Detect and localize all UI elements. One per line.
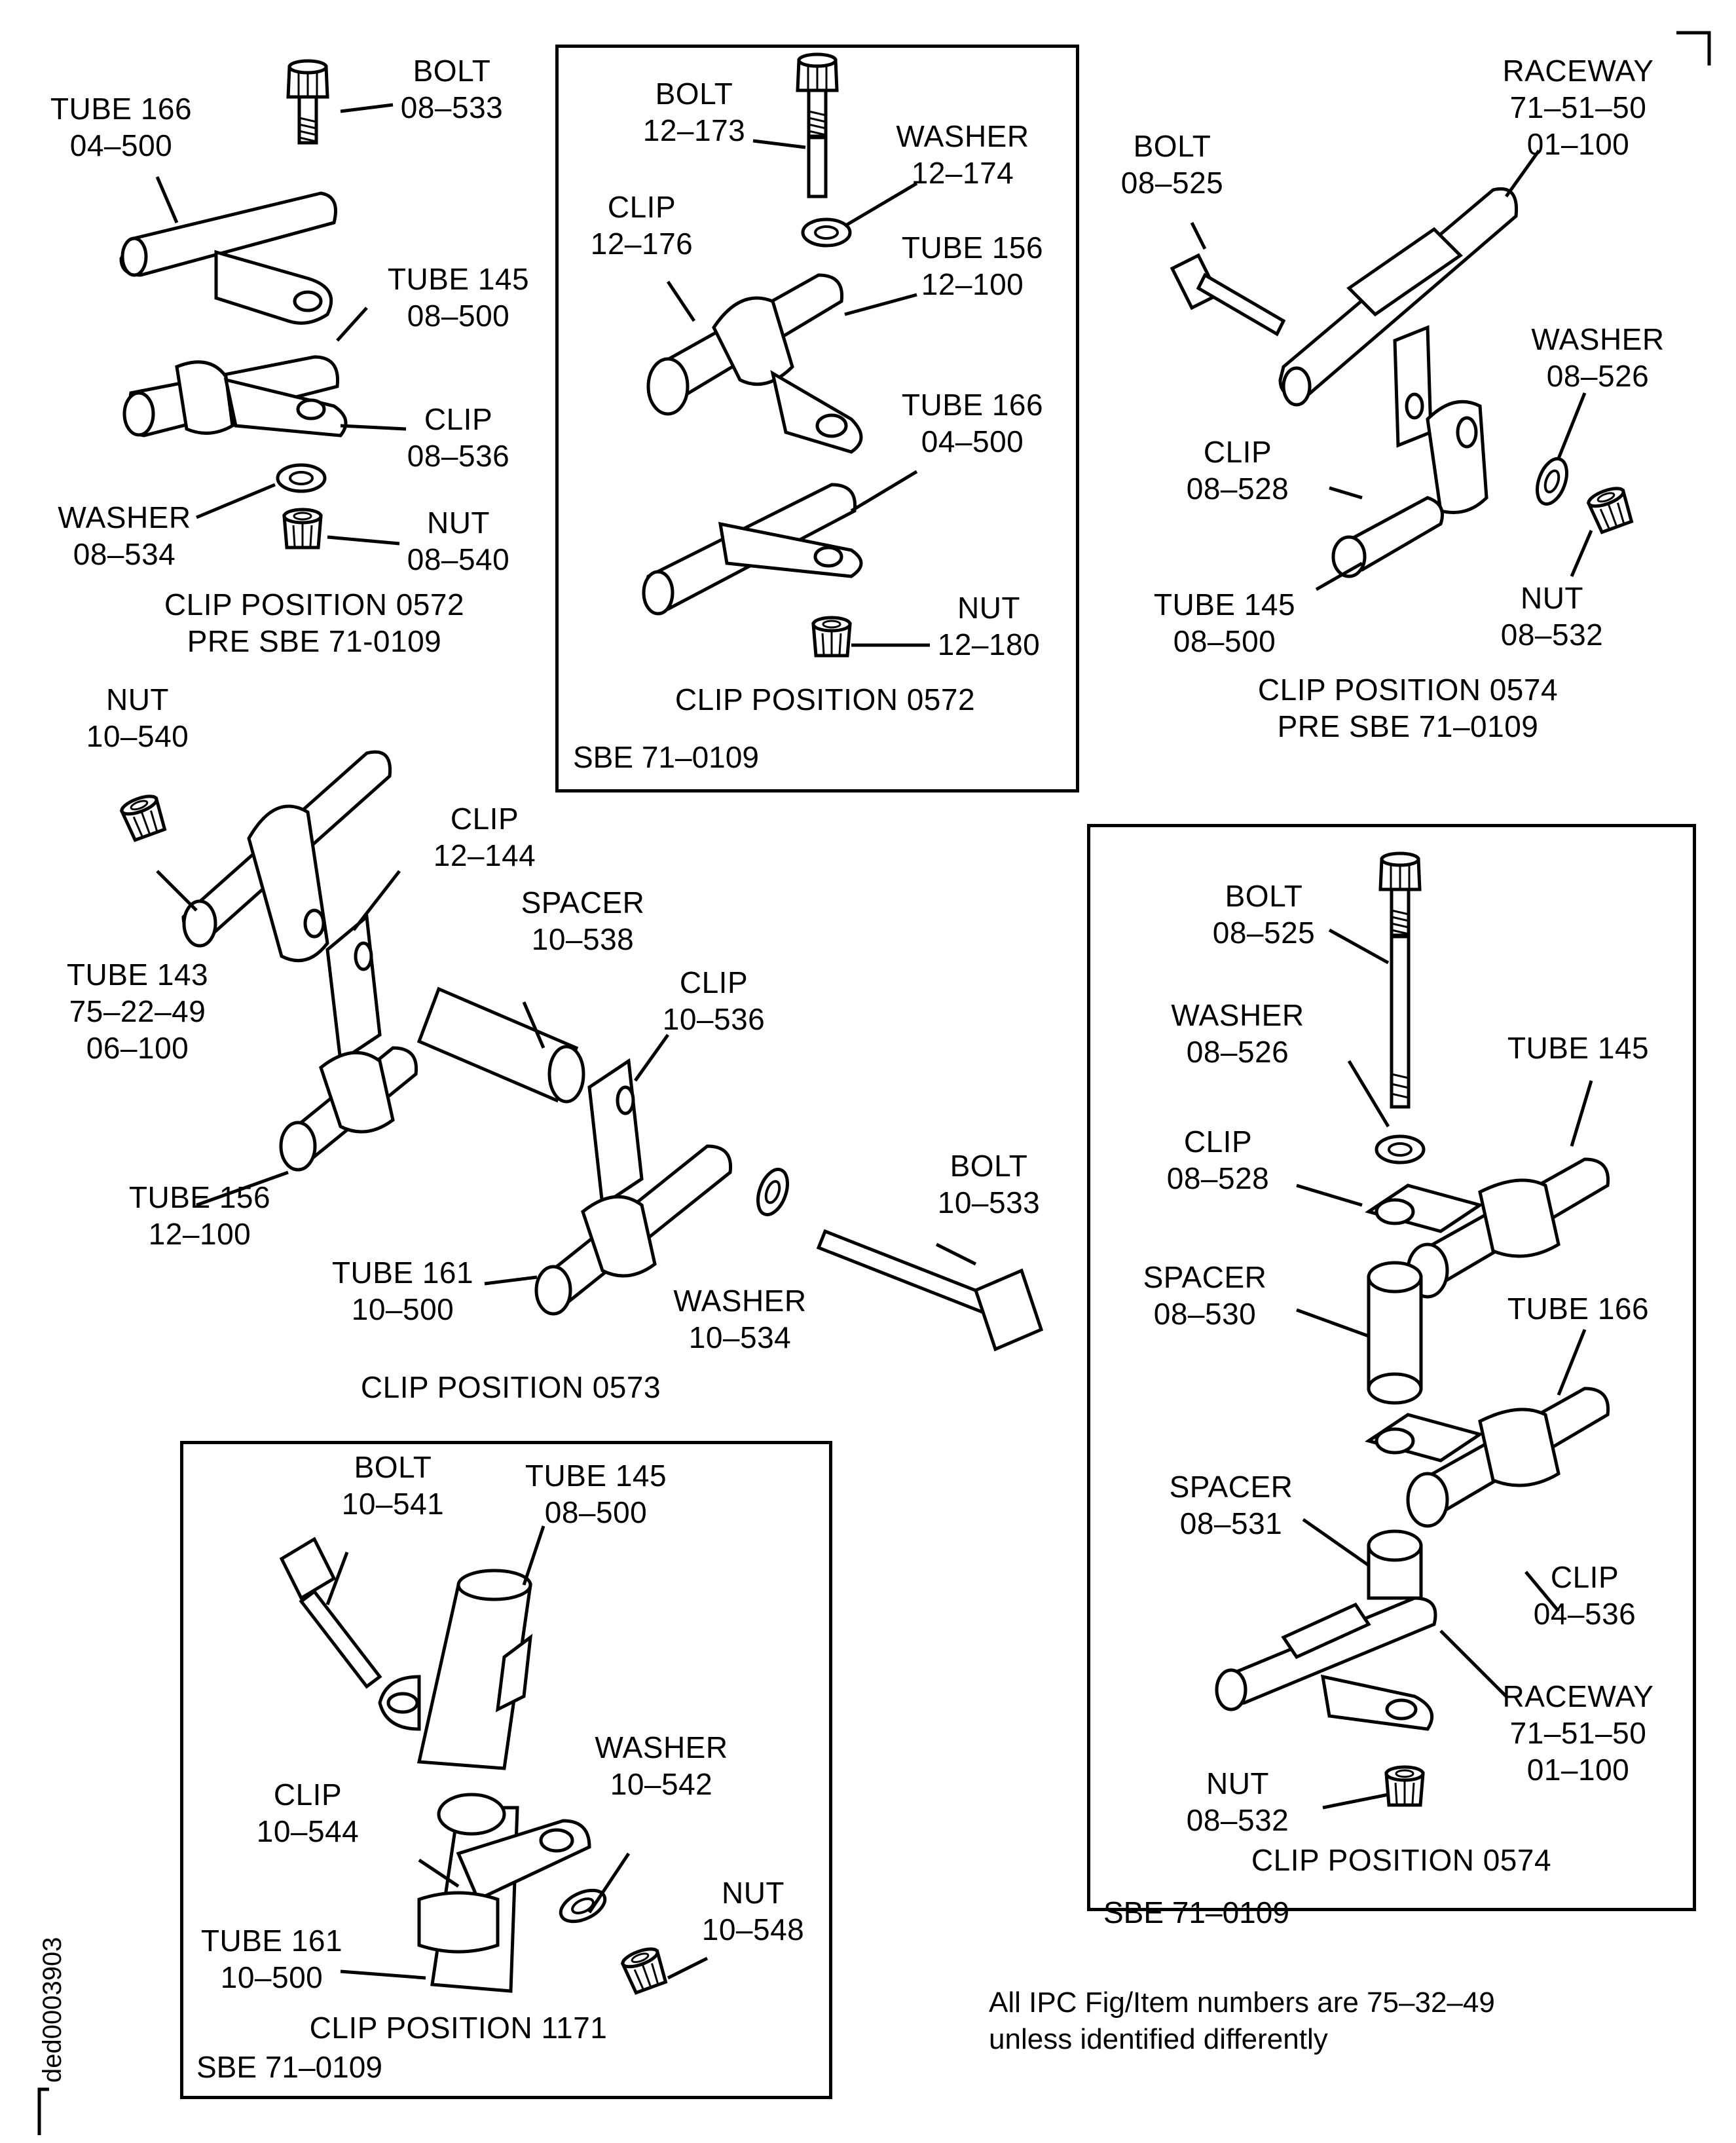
footnote-line-2: unless identified differently bbox=[989, 2023, 1328, 2055]
frame-0574-sbe bbox=[1087, 824, 1696, 1911]
sbe-note-0572: SBE 71–0109 bbox=[573, 740, 759, 774]
diagram-0574-sbe bbox=[1215, 853, 1610, 1810]
footnote: All IPC Fig/Item numbers are 75–32–49 un… bbox=[989, 1985, 1495, 2058]
diagram-0573 bbox=[120, 750, 1044, 1352]
sbe-note-1171: SBE 71–0109 bbox=[196, 2050, 382, 2084]
sbe-note-0574: SBE 71–0109 bbox=[1103, 1895, 1289, 1929]
diagram-0572-sbe bbox=[642, 54, 930, 656]
panel-title-0574-sbe: CLIP POSITION 0574 bbox=[1251, 1843, 1552, 1877]
diagram-0572-pre bbox=[119, 61, 407, 548]
label-tube145: TUBE 145 bbox=[1507, 1031, 1650, 1065]
drawing-id: ded0003903 bbox=[38, 1937, 67, 2083]
label-tube166: TUBE 166 bbox=[1507, 1292, 1650, 1326]
panel-title-1171: CLIP POSITION 1171 bbox=[309, 2011, 608, 2045]
panel-title-0572-sbe: CLIP POSITION 0572 bbox=[674, 682, 976, 717]
diagram-0574-pre bbox=[1170, 149, 1634, 591]
frame-0572-sbe bbox=[555, 45, 1079, 792]
frame-1171 bbox=[180, 1441, 832, 2099]
diagram-1171 bbox=[279, 1525, 709, 1994]
footnote-line-1: All IPC Fig/Item numbers are 75–32–49 bbox=[989, 1986, 1495, 2019]
panel-title-0573: CLIP POSITION 0573 bbox=[360, 1370, 661, 1404]
